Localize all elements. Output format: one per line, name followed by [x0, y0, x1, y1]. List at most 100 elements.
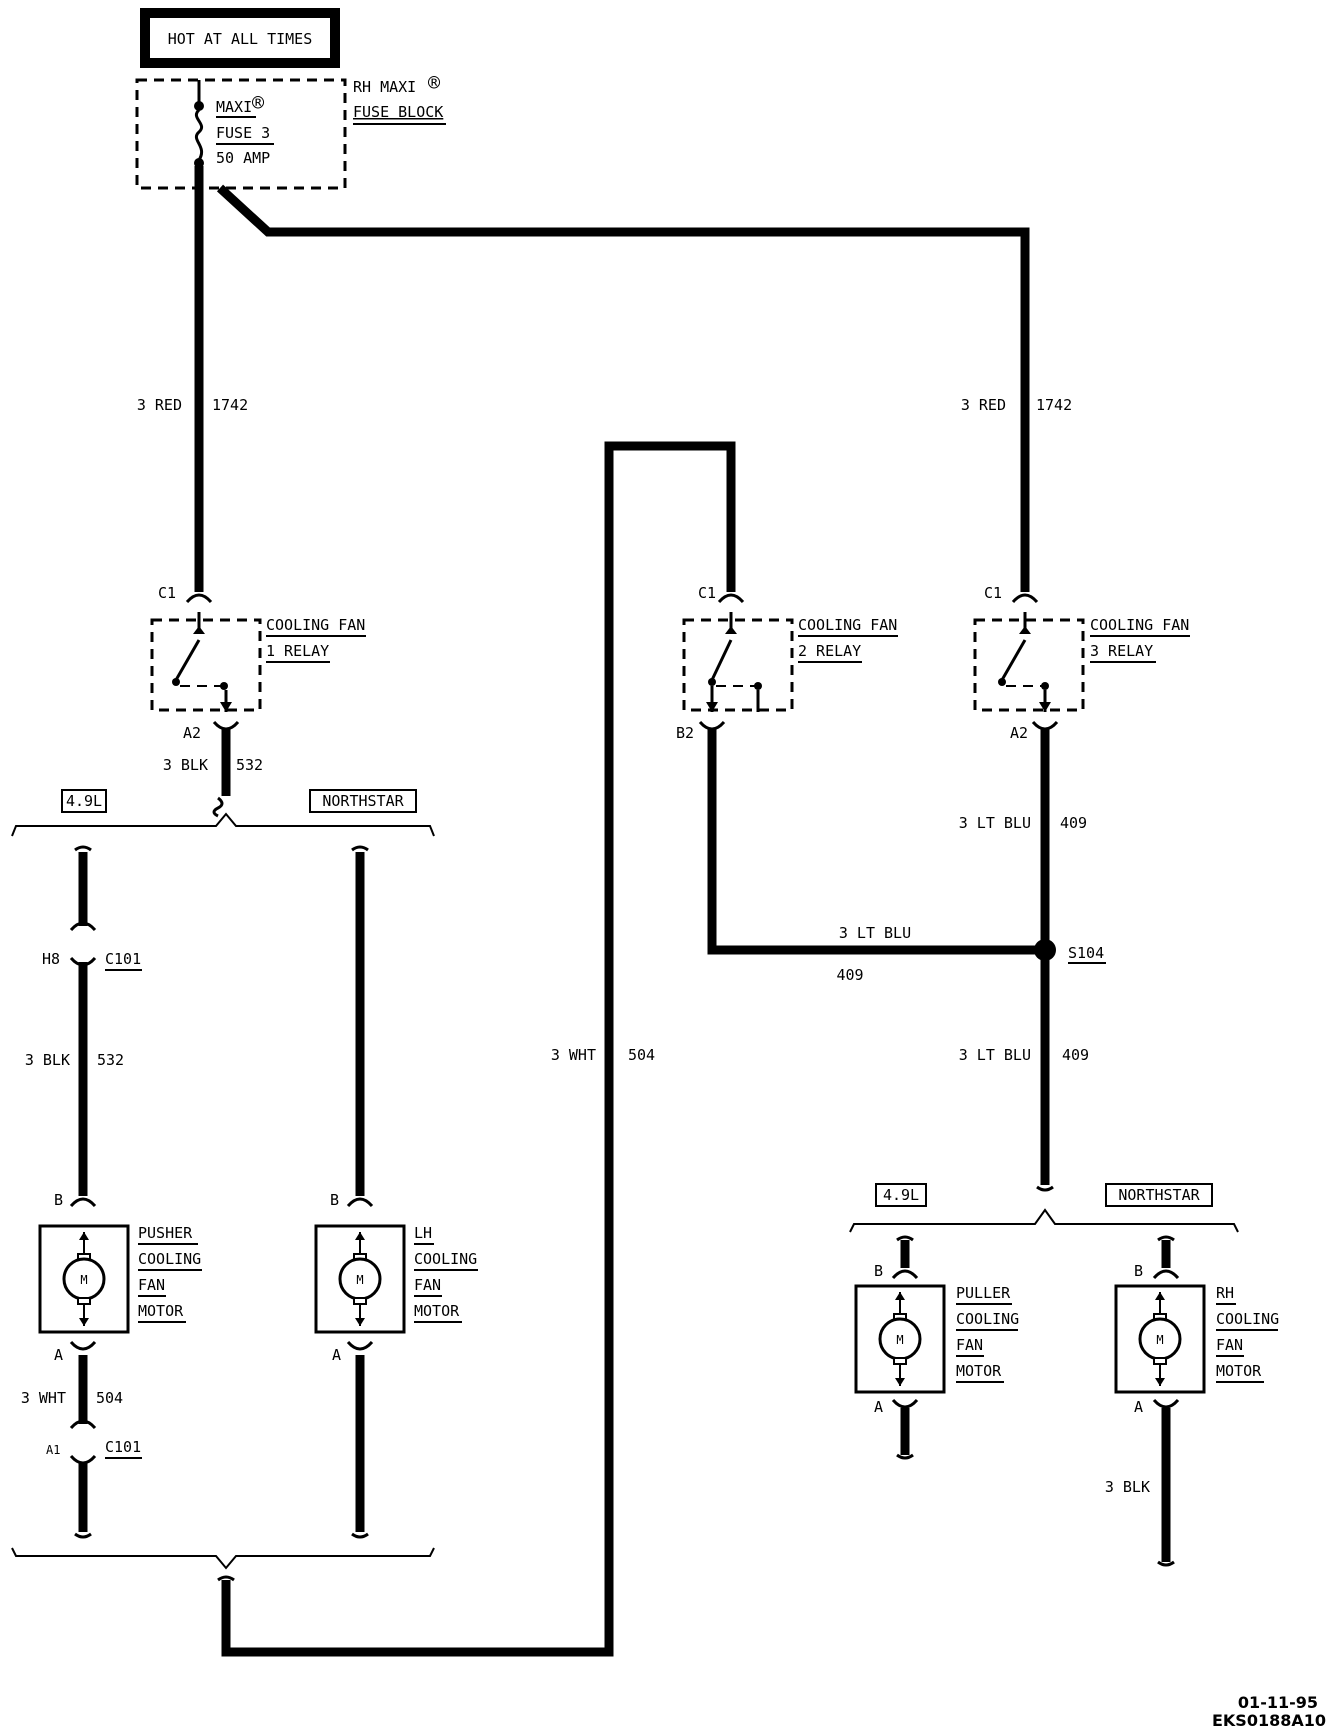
relay-3: C1 A2 COOLING FAN 3 RELAY — [973, 584, 1190, 742]
relay-1: C1 A2 COOLING FAN 1 RELAY — [150, 584, 366, 742]
motor-pusher-line2: COOLING — [138, 1250, 201, 1268]
motor-puller-line4: MOTOR — [956, 1362, 1002, 1380]
relay-1-name-line1: COOLING FAN — [266, 616, 365, 634]
relay-1-name-line2: 1 RELAY — [266, 642, 329, 660]
fuse-icon — [194, 108, 204, 161]
label-left-feed-color: 3 RED — [137, 396, 182, 414]
motor-puller: B M A PULLER COOLING FAN MOTOR — [854, 1262, 1019, 1416]
right-option-49l: 4.9L — [883, 1186, 919, 1204]
footer-stamp: 01-11-95 EKS0188A10 — [1212, 1693, 1326, 1730]
motor-lh-line1: LH — [414, 1224, 432, 1242]
relay-3-name-line2: 3 RELAY — [1090, 642, 1153, 660]
right-option-northstar: NORTHSTAR — [1118, 1186, 1200, 1204]
fuse-block-label-line1: RH MAXI — [353, 78, 416, 96]
label-pusher-out-circuit: 504 — [96, 1389, 123, 1407]
label-relay1-out-color: 3 BLK — [163, 756, 208, 774]
motor-rh-pin-bottom: A — [1134, 1398, 1143, 1416]
relay-2-name-line2: 2 RELAY — [798, 642, 861, 660]
relay-3-pin-in: C1 — [984, 584, 1002, 602]
motor-pusher-line4: MOTOR — [138, 1302, 184, 1320]
fuse-number-label: FUSE 3 — [216, 124, 270, 142]
relay-3-pin-out: A2 — [1010, 724, 1028, 742]
label-c101-to-pusher-color: 3 BLK — [25, 1051, 70, 1069]
splice-s104: S104 — [1034, 939, 1106, 964]
wires — [78, 166, 1171, 1657]
fuse-top-terminal — [194, 101, 204, 111]
label-relay2-to-s104-circuit: 409 — [836, 966, 863, 984]
left-option-northstar: NORTHSTAR — [322, 792, 404, 810]
wire-return-504 — [221, 441, 736, 1657]
fuse-maxi-label: MAXI — [216, 98, 252, 116]
label-pusher-out-color: 3 WHT — [21, 1389, 66, 1407]
motor-rh-line2: COOLING — [1216, 1310, 1279, 1328]
hot-at-all-times-header: HOT AT ALL TIMES — [140, 8, 340, 68]
motor-puller-line1: PULLER — [956, 1284, 1011, 1302]
motor-puller-pin-bottom: A — [874, 1398, 883, 1416]
svg-text:M: M — [80, 1273, 87, 1287]
label-left-feed-circuit: 1742 — [212, 396, 248, 414]
motor-lh-line4: MOTOR — [414, 1302, 460, 1320]
label-s104-down-circuit: 409 — [1062, 1046, 1089, 1064]
relay-2-pin-out: B2 — [676, 724, 694, 742]
wire-right-feed-1742 — [216, 184, 1030, 592]
relay-2-name-line1: COOLING FAN — [798, 616, 897, 634]
hot-at-all-times-label: HOT AT ALL TIMES — [168, 30, 313, 48]
fuse-amp-label: 50 AMP — [216, 149, 270, 167]
svg-text:M: M — [1156, 1333, 1163, 1347]
motor-lh-line3: FAN — [414, 1276, 441, 1294]
footer-code: EKS0188A10 — [1212, 1711, 1326, 1730]
svg-text:M: M — [356, 1273, 363, 1287]
c101-bottom-pin: A1 — [46, 1443, 60, 1457]
splice-s104-label: S104 — [1068, 944, 1104, 962]
relay-3-name-line1: COOLING FAN — [1090, 616, 1189, 634]
rh-maxi-fuse-block: RH MAXI ® FUSE BLOCK MAXI ® FUSE 3 50 AM… — [135, 71, 446, 190]
connector-c101-bottom: A1 C101 — [46, 1419, 142, 1465]
motor-rh-pin-top: B — [1134, 1262, 1143, 1280]
svg-text:M: M — [896, 1333, 903, 1347]
label-return-504-color: 3 WHT — [551, 1046, 596, 1064]
relay-2: C1 B2 COOLING FAN 2 RELAY — [676, 584, 898, 742]
motor-lh-line2: COOLING — [414, 1250, 477, 1268]
fuse-bottom-terminal — [194, 158, 204, 168]
motor-lh-pin-bottom: A — [332, 1346, 341, 1364]
relay-1-pin-in: C1 — [158, 584, 176, 602]
label-c101-to-pusher-circuit: 532 — [97, 1051, 124, 1069]
motor-puller-pin-top: B — [874, 1262, 883, 1280]
c101-top-name: C101 — [105, 950, 141, 968]
motor-rh-line4: MOTOR — [1216, 1362, 1262, 1380]
label-return-504-circuit: 504 — [628, 1046, 655, 1064]
left-option-49l: 4.9L — [66, 792, 102, 810]
c101-bottom-name: C101 — [105, 1438, 141, 1456]
motor-pusher: B M A PUSHER COOLING FAN MOTOR — [38, 1191, 202, 1364]
wire-break-marks — [74, 796, 1175, 1582]
label-relay3-out-color: 3 LT BLU — [959, 814, 1031, 832]
fuse-block-registered-mark: ® — [428, 71, 441, 95]
label-right-feed-circuit: 1742 — [1036, 396, 1072, 414]
fuse-block-label-line2: FUSE BLOCK — [353, 103, 443, 121]
motor-rh-line1: RH — [1216, 1284, 1234, 1302]
relay-2-switch-icon — [710, 639, 733, 681]
relay-1-pin-out: A2 — [183, 724, 201, 742]
motor-puller-line3: FAN — [956, 1336, 983, 1354]
motor-rh: B M A RH COOLING FAN MOTOR — [1114, 1262, 1279, 1416]
fuse-registered-mark: ® — [252, 91, 265, 115]
relay-3-switch-icon — [1000, 639, 1027, 681]
motor-puller-line2: COOLING — [956, 1310, 1019, 1328]
motor-pusher-line3: FAN — [138, 1276, 165, 1294]
motor-pusher-pin-bottom: A — [54, 1346, 63, 1364]
label-right-feed-color: 3 RED — [961, 396, 1006, 414]
left-option-bracket: 4.9L NORTHSTAR — [11, 789, 435, 837]
c101-top-pin: H8 — [42, 950, 60, 968]
motor-pusher-pin-top: B — [54, 1191, 63, 1209]
motor-lh-pin-top: B — [330, 1191, 339, 1209]
connector-c101-top: H8 C101 — [42, 921, 142, 971]
motor-pusher-line1: PUSHER — [138, 1224, 193, 1242]
label-s104-down-color: 3 LT BLU — [959, 1046, 1031, 1064]
bottom-option-bracket — [11, 1547, 435, 1570]
relay-2-pin-in: C1 — [698, 584, 716, 602]
wire-labels: 3 RED 1742 3 RED 1742 3 BLK 532 3 BLK 53… — [21, 396, 1150, 1496]
right-option-bracket: 4.9L NORTHSTAR — [849, 1183, 1239, 1233]
relay-1-switch-icon — [174, 639, 201, 681]
label-relay2-to-s104-color: 3 LT BLU — [839, 924, 911, 942]
footer-date: 01-11-95 — [1238, 1693, 1318, 1712]
